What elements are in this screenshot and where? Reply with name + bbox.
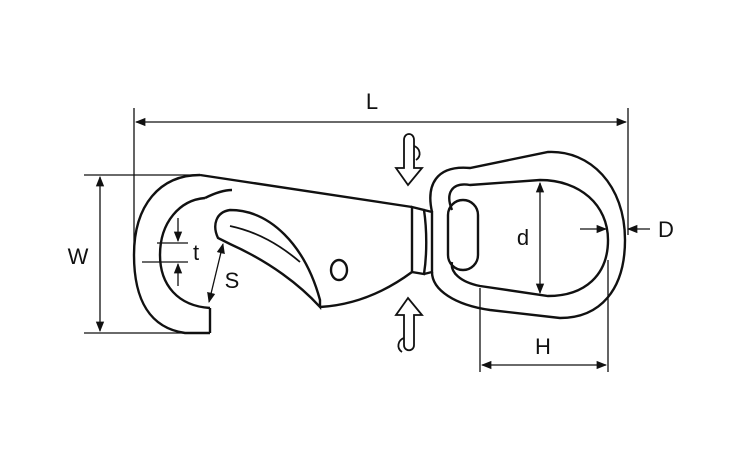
label-l: L (366, 89, 378, 114)
label-d-inner: d (517, 225, 529, 250)
label-s: S (225, 268, 240, 293)
swivel-eye (429, 150, 627, 320)
dimension-w: W (68, 174, 210, 334)
spring-gate (214, 208, 322, 311)
dimension-s: S (207, 242, 240, 304)
swivel-up-arrow-icon (394, 133, 424, 187)
dimension-d-inner: d (517, 181, 545, 295)
label-h: H (535, 334, 551, 359)
dimension-d-wire: D (580, 217, 674, 242)
label-t: t (193, 240, 199, 265)
dimension-h: H (479, 260, 609, 372)
swivel-collar (410, 205, 434, 276)
label-w: W (68, 244, 89, 269)
swivel-down-arrow-icon (394, 296, 424, 353)
dimension-t: t (142, 218, 199, 286)
hook-body (132, 173, 413, 335)
label-d-wire: D (658, 217, 674, 242)
dimension-l: L (133, 89, 629, 250)
